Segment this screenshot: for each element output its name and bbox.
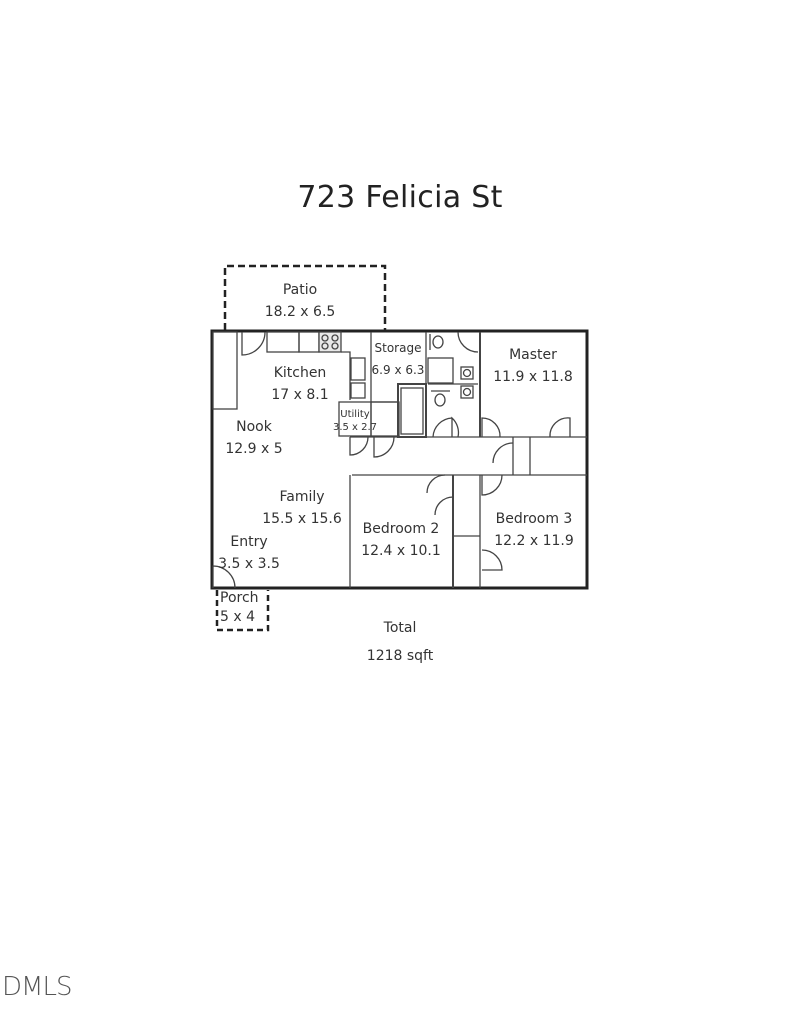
floor-plan-title: 723 Felicia St xyxy=(297,180,503,215)
total-area-value: 1218 sqft xyxy=(366,648,434,664)
dmls-watermark-logo: DMLS xyxy=(2,972,72,1002)
total-area-label: Total xyxy=(383,620,417,636)
